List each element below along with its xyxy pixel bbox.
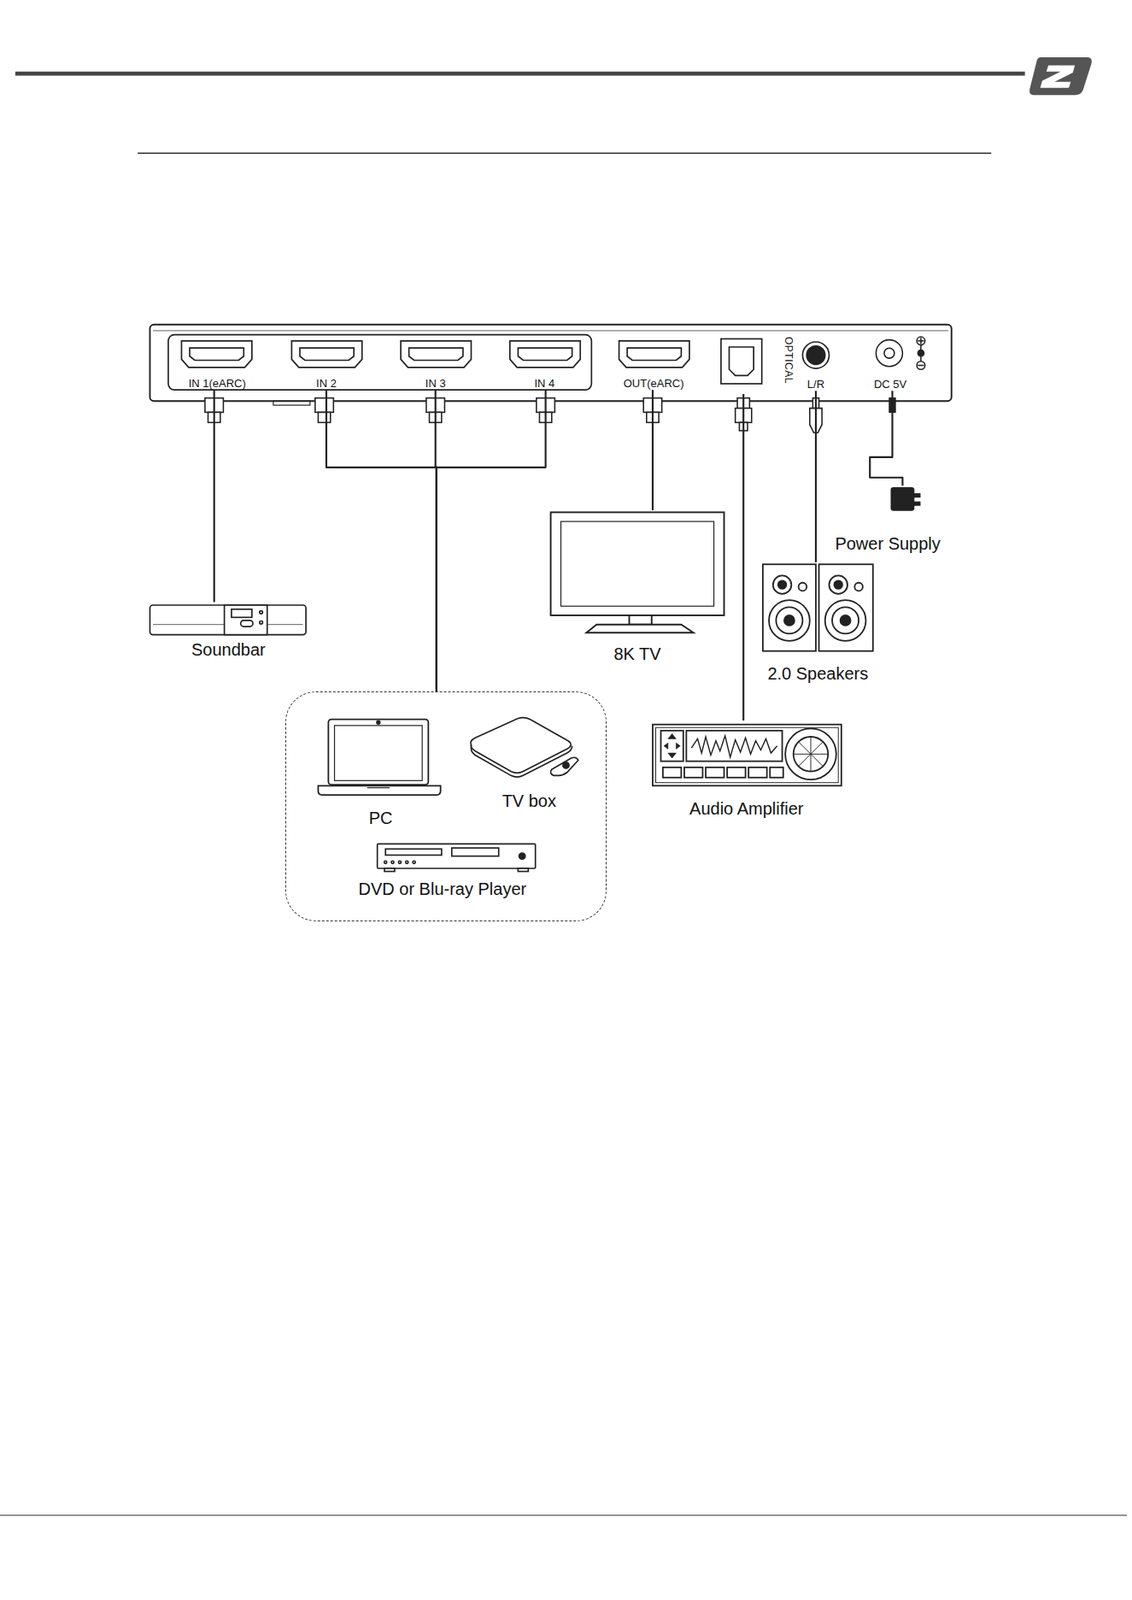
- port-label: IN 1(eARC): [175, 334, 259, 390]
- device-label: Soundbar: [147, 601, 310, 659]
- cable: [436, 389, 546, 692]
- cable: [869, 390, 903, 486]
- device-name: DVD or Blu-ray Player: [357, 879, 527, 898]
- device-name: TV box: [502, 791, 557, 810]
- device-name: Soundbar: [191, 639, 266, 659]
- cable: [326, 389, 437, 692]
- hdmi-plugs: [205, 398, 663, 423]
- port-label: OUT(eARC): [614, 334, 694, 390]
- device-name: PC: [369, 808, 393, 828]
- header-rule: [15, 71, 1026, 77]
- device-label: TV box: [464, 715, 593, 810]
- source-group: PC TV boxDVD or Blu-ray Player: [285, 691, 607, 921]
- port-name: IN 4: [534, 377, 556, 390]
- brand-logo: [1029, 57, 1092, 95]
- dc-jack: [875, 336, 925, 370]
- port-name: OUT(eARC): [623, 377, 685, 390]
- port-label: DC 5V: [864, 338, 916, 391]
- soundbar-icon: [149, 604, 306, 635]
- cable: [213, 389, 216, 602]
- section-rule: [137, 152, 992, 153]
- port-label: IN 4: [505, 334, 584, 390]
- device-label: Power Supply: [824, 485, 952, 553]
- port-label: L/R: [797, 338, 834, 391]
- device-name: Power Supply: [834, 533, 940, 553]
- device-name: Audio Amplifier: [689, 798, 804, 818]
- tv-icon: [551, 511, 725, 633]
- amplifier-icon: [652, 724, 842, 786]
- optical-port: [721, 338, 763, 384]
- cable: [815, 390, 817, 563]
- device-label: 8K TV: [546, 510, 728, 663]
- cable: [651, 389, 654, 511]
- port-name: IN 1(eARC): [188, 377, 247, 390]
- device-label: Audio Amplifier: [648, 720, 845, 819]
- switch-housing: [149, 324, 951, 405]
- dvd-player-icon: [377, 843, 536, 871]
- device-label: 2.0 Speakers: [760, 562, 875, 683]
- device-name: 2.0 Speakers: [767, 663, 869, 683]
- hdmi-ports: [181, 340, 689, 368]
- port-name: L/R: [807, 378, 825, 391]
- laptop-icon: [317, 719, 440, 795]
- port-name: DC 5V: [873, 378, 907, 391]
- device-label: DVD or Blu-ray Player: [342, 838, 543, 898]
- speakers-icon: [762, 563, 874, 651]
- power-adapter-icon: [891, 487, 920, 511]
- cable: [742, 393, 745, 721]
- port-name: OPTICAL: [782, 336, 794, 384]
- device-name: 8K TV: [613, 644, 661, 663]
- footer-rule: [0, 1513, 1127, 1515]
- port-label: OPTICAL: [717, 336, 793, 394]
- audio-jack: [802, 341, 829, 369]
- tv-box-icon: [470, 717, 579, 778]
- port-label: IN 3: [396, 334, 475, 390]
- device-label: PC: [316, 715, 445, 828]
- port-name: IN 2: [316, 377, 337, 390]
- port-name: IN 3: [425, 377, 446, 390]
- port-label: IN 2: [287, 334, 366, 390]
